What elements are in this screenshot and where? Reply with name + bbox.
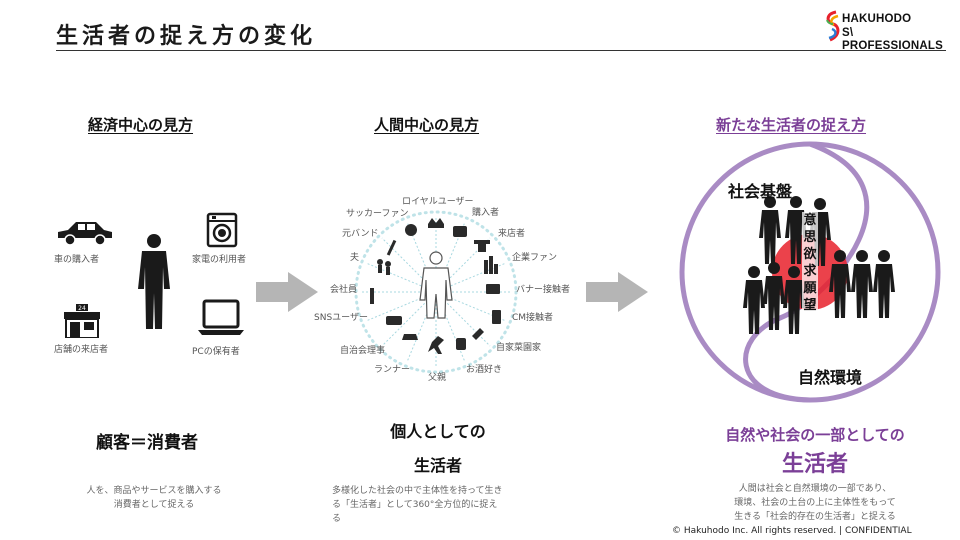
ring-label-sns-user: SNSユーザー bbox=[314, 313, 368, 323]
vertical-char: 思 bbox=[803, 230, 817, 245]
label-natural-environment: 自然環境 bbox=[798, 368, 863, 387]
ring-label-employee: 会社員 bbox=[330, 285, 358, 295]
svg-text:24: 24 bbox=[78, 305, 86, 312]
heading-economic: 経済中心の見方 bbox=[88, 116, 194, 134]
ring-label-soccer-fan: サッカーファン bbox=[346, 209, 409, 219]
desc-economic: 人を、商品やサービスを購入する 消費者として捉える bbox=[56, 484, 252, 512]
desc-human-line: る「生活者」として360°全方位的に捉え bbox=[332, 500, 498, 510]
ring-label-council: 自治会理事 bbox=[340, 346, 386, 356]
desc-new-line: 環境、社会の土台の上に主体性をもって bbox=[734, 498, 896, 508]
heading-new: 新たな生活者の捉え方 bbox=[716, 116, 867, 134]
title-divider bbox=[56, 50, 946, 51]
desc-economic-line: 人を、商品やサービスを購入する bbox=[86, 486, 222, 496]
ring-label-home-garden: 自家菜園家 bbox=[496, 343, 542, 353]
vertical-char: 意 bbox=[803, 213, 817, 228]
ring-label-husband: 夫 bbox=[350, 253, 360, 263]
ring-label-banner-contact: バナー接触者 bbox=[516, 285, 571, 295]
caption-part-of-society: 自然や社会の一部としての bbox=[725, 426, 905, 444]
persona-ring-diagram bbox=[354, 210, 518, 374]
washing-machine-icon bbox=[206, 212, 238, 252]
vertical-char: 欲 bbox=[803, 247, 817, 262]
label-store-visitor: 店舗の来店者 bbox=[54, 345, 109, 355]
arrow-right-icon bbox=[256, 272, 318, 312]
label-car-buyer: 車の購入者 bbox=[54, 255, 100, 265]
person-icon bbox=[134, 233, 174, 335]
label-social-foundation: 社会基盤 bbox=[728, 182, 793, 201]
caption-individual-line2: 生活者 bbox=[413, 456, 462, 475]
vertical-text-will-desire: 意 思 欲 求 願 望 bbox=[802, 212, 818, 314]
logo-mark-icon bbox=[826, 10, 840, 42]
store-icon: 24 bbox=[62, 304, 102, 342]
desc-new-line: 人間は社会と自然環境の一部であり、 bbox=[738, 484, 892, 494]
desc-economic-line: 消費者として捉える bbox=[113, 500, 195, 510]
desc-new: 人間は社会と自然環境の一部であり、 環境、社会の土台の上に主体性をもって 生きる… bbox=[690, 482, 940, 524]
ring-label-royal-user: ロイヤルユーザー bbox=[402, 197, 474, 207]
label-appliance-user: 家電の利用者 bbox=[192, 255, 247, 265]
ring-label-father: 父親 bbox=[428, 373, 447, 383]
desc-human: 多様化した社会の中で主体性を持って生き る「生活者」として360°全方位的に捉え… bbox=[332, 484, 558, 526]
vertical-char: 望 bbox=[803, 298, 817, 313]
vertical-char: 願 bbox=[803, 281, 817, 296]
ring-label-sake-lover: お酒好き bbox=[466, 365, 503, 375]
logo-text-line2: S\ PROFESSIONALS bbox=[842, 27, 944, 52]
ring-label-company-fan: 企業ファン bbox=[512, 253, 558, 263]
desc-new-line: 生きる「社会的存在の生活者」と捉える bbox=[734, 512, 896, 522]
ring-label-buyer: 購入者 bbox=[472, 208, 500, 218]
ring-label-former-band: 元バンド bbox=[342, 229, 379, 239]
caption-customer-consumer: 顧客＝消費者 bbox=[96, 433, 198, 453]
company-logo: HAKUHODO S\ PROFESSIONALS bbox=[824, 10, 950, 52]
logo-text-line1: HAKUHODO bbox=[842, 13, 912, 25]
page-title: 生活者の捉え方の変化 bbox=[56, 24, 317, 49]
desc-human-line: 多様化した社会の中で主体性を持って生き bbox=[332, 486, 503, 496]
caption-individual-line1: 個人としての bbox=[390, 422, 486, 441]
caption-individual: 個人としての 生活者 bbox=[368, 418, 508, 476]
ring-label-visitor: 来店者 bbox=[498, 229, 526, 239]
copyright-footer: © Hakuhodo Inc. All rights reserved. | C… bbox=[672, 526, 912, 536]
caption-seikatsusha: 生活者 bbox=[781, 452, 848, 477]
car-icon bbox=[54, 218, 116, 252]
laptop-icon bbox=[196, 298, 246, 342]
vertical-char: 求 bbox=[803, 264, 817, 279]
ring-label-cm-contact: CM接触者 bbox=[512, 313, 554, 323]
arrow-right-icon bbox=[586, 272, 648, 312]
heading-human: 人間中心の見方 bbox=[374, 116, 480, 134]
desc-human-line: る bbox=[332, 514, 342, 524]
ring-label-runner: ランナー bbox=[374, 365, 411, 375]
label-pc-owner: PCの保有者 bbox=[192, 347, 240, 357]
